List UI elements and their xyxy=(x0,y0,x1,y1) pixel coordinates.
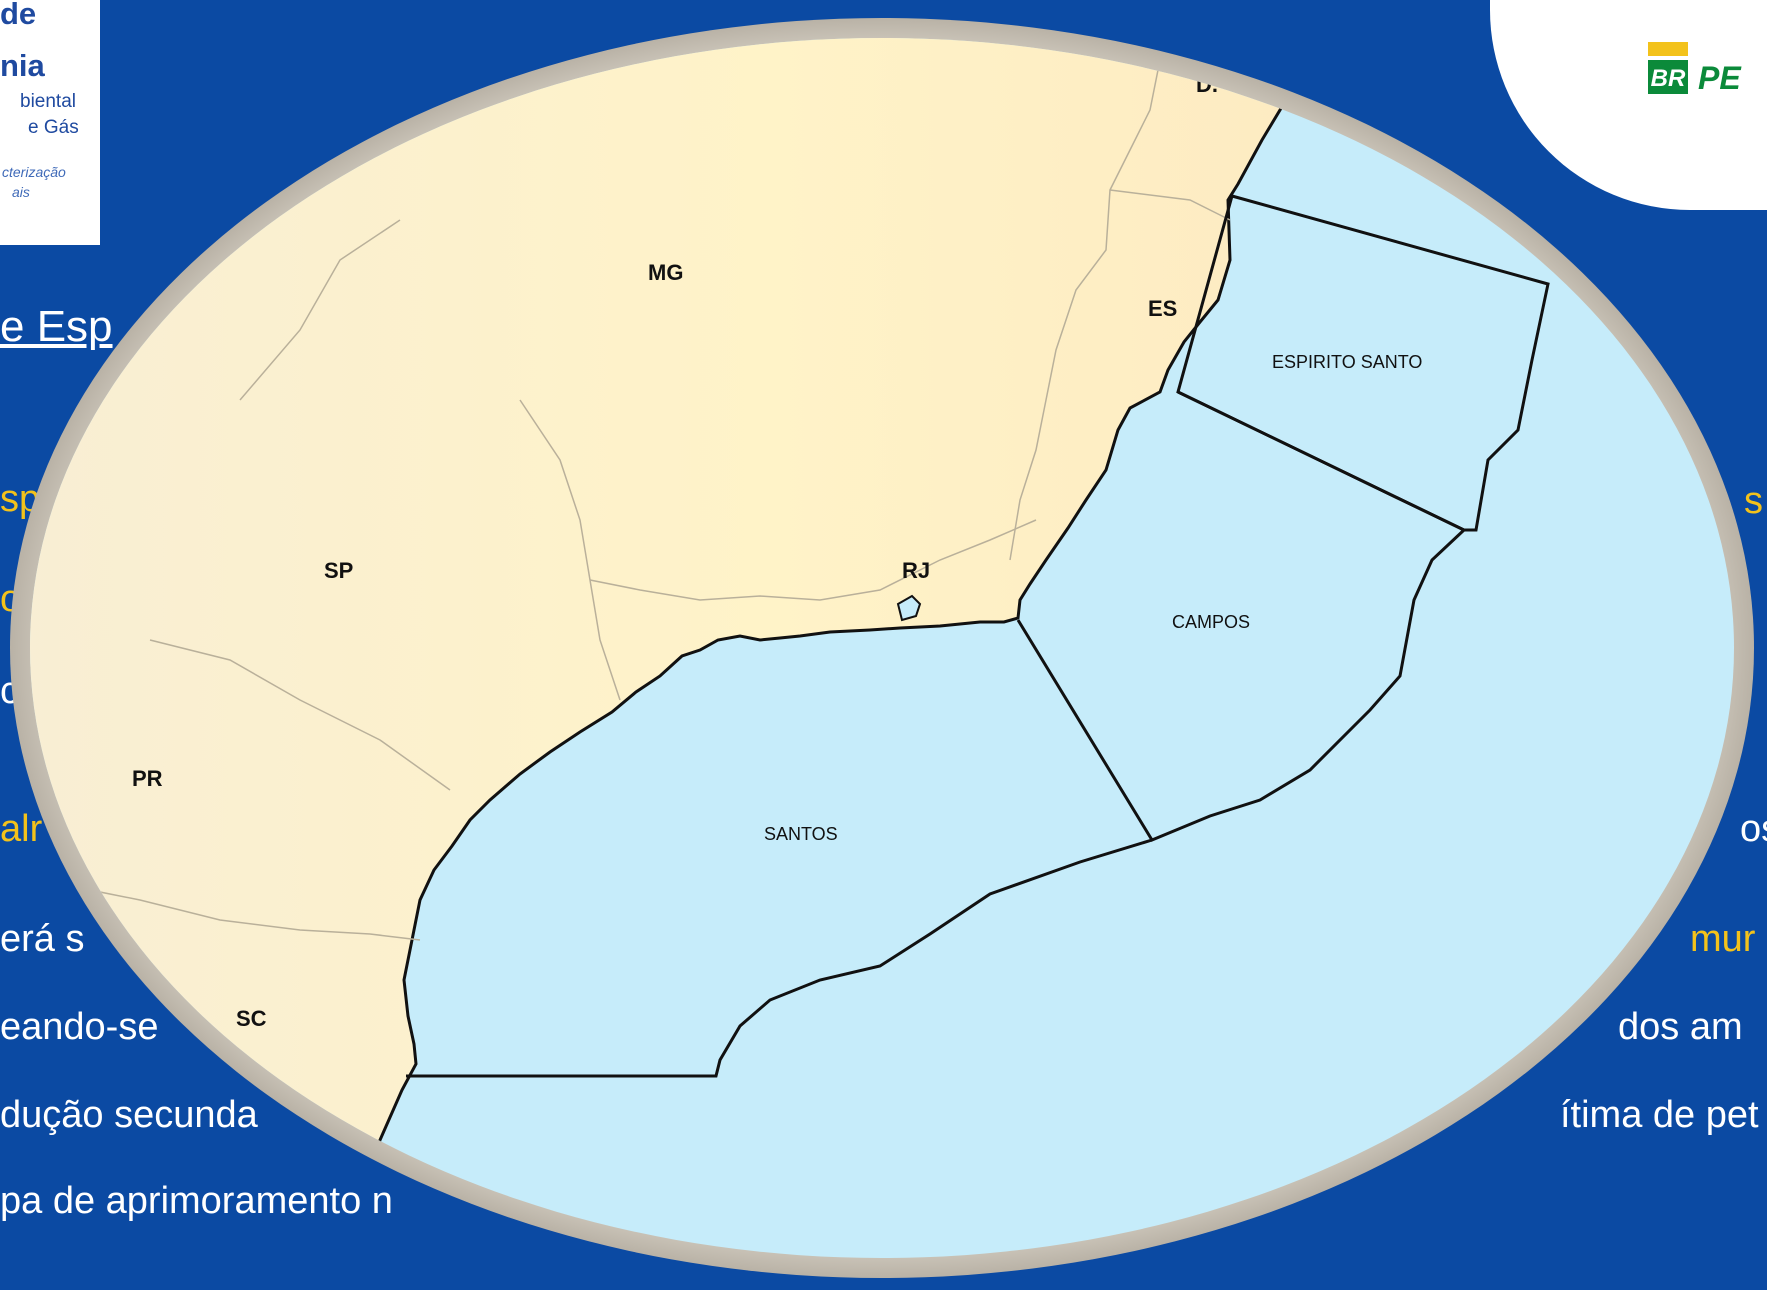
petrobras-br-icon: BR xyxy=(1648,42,1688,94)
state-label-pr: PR xyxy=(132,766,163,791)
state-label-sc: SC xyxy=(236,1006,267,1031)
state-label-sp: SP xyxy=(324,558,353,583)
logo-title-line1: de xyxy=(0,0,37,31)
slide-text-right-1: s xyxy=(1744,480,1763,522)
paragraph-line1-right: mur xyxy=(1690,918,1756,960)
basin-label-campos: CAMPOS xyxy=(1172,612,1250,632)
state-label-rj: RJ xyxy=(902,558,930,583)
basin-label-santos: SANTOS xyxy=(764,824,838,844)
paragraph-line2-right: dos am xyxy=(1618,1006,1743,1048)
guanabara-bay xyxy=(896,594,922,622)
petrobras-name: PE xyxy=(1698,60,1741,96)
logo-subtitle-line1: biental xyxy=(20,91,76,112)
slide-heading-fragment: e Esp xyxy=(0,302,113,351)
logo-subtitle-line2: e Gás xyxy=(28,117,79,138)
slide-text-left-4: alr xyxy=(0,808,43,850)
basin-santos xyxy=(406,838,1153,1078)
slide-text-right-4: os xyxy=(1740,808,1767,850)
paragraph-line3-right: ítima de pet xyxy=(1560,1094,1759,1136)
state-label-es: ES xyxy=(1148,296,1177,321)
logo-title-line2: nia xyxy=(0,48,45,83)
paragraph-line1-left: erá s xyxy=(0,918,85,960)
paragraph-line2-left: eando-se xyxy=(0,1006,159,1048)
state-borders xyxy=(39,38,1231,941)
logo-caption-line1: cterização xyxy=(2,164,66,180)
basin-label-espirito-santo: ESPIRITO SANTO xyxy=(1272,352,1422,372)
basin-campos xyxy=(1016,390,1467,842)
paragraph-line4-left: pa de aprimoramento n xyxy=(0,1180,393,1222)
paragraph-line3-left: dução secunda xyxy=(0,1094,258,1136)
logo-caption-line2: ais xyxy=(12,184,30,200)
land-area xyxy=(30,38,1292,1258)
petrobras-br-text: BR xyxy=(1651,65,1686,92)
state-label-mg: MG xyxy=(648,260,683,285)
logo-panel: de nia biental e Gás cterização ais xyxy=(0,0,100,245)
